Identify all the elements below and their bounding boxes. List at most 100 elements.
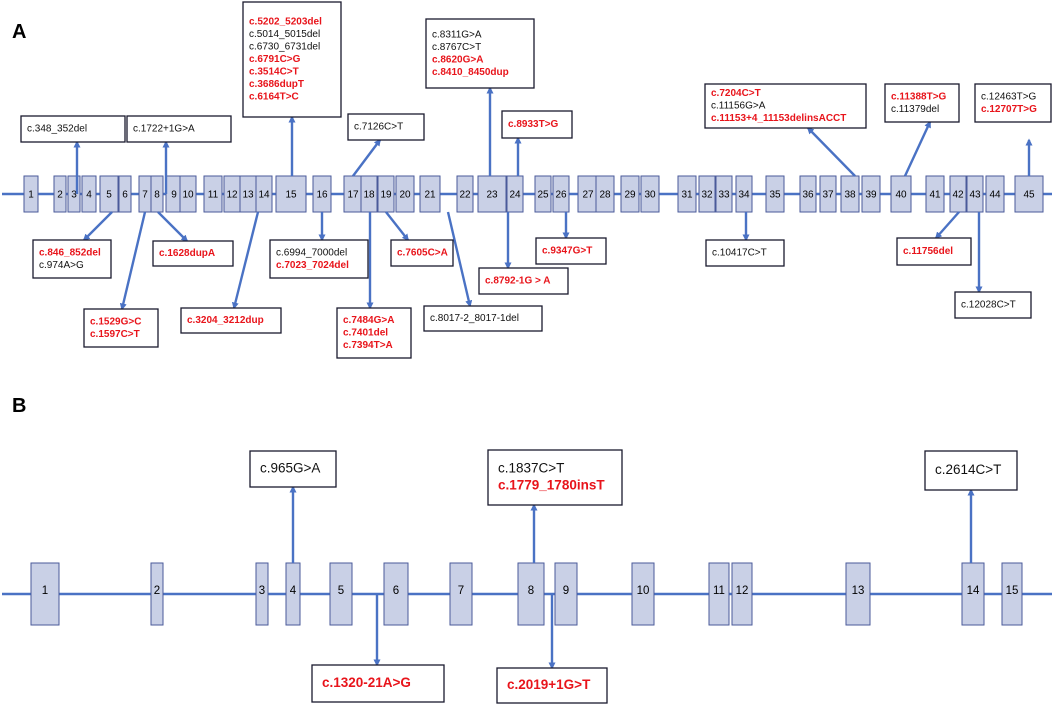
- variant-label: c.8017-2_8017-1del: [430, 313, 519, 324]
- exon-b-box: [961, 562, 985, 626]
- exon-a-box: [118, 175, 132, 213]
- variant-label: c.10417C>T: [712, 248, 767, 259]
- exon-a-label: 17: [347, 190, 359, 201]
- variant-arrow: [385, 211, 409, 242]
- variant-label-pathogenic: c.8410_8450dup: [432, 67, 509, 78]
- variant-box-v-7605: c.7605C>A: [390, 239, 454, 267]
- exon-a-label: 10: [182, 190, 194, 201]
- exon-a-19: 19: [377, 175, 395, 213]
- variant-label-pathogenic: c.11153+4_11153delinsACCT: [711, 113, 846, 124]
- variant-label-pathogenic: c.846_852del: [39, 247, 101, 258]
- exon-a-box: [395, 175, 415, 213]
- exon-b-13: 13: [845, 562, 871, 626]
- exon-a-label: 5: [106, 190, 112, 201]
- exon-a-13: 13: [239, 175, 257, 213]
- variant-label-pathogenic: c.8933T>G: [508, 119, 559, 130]
- exon-b-box: [150, 562, 164, 626]
- variant-arrow: [352, 138, 381, 177]
- exon-a-box: [765, 175, 785, 213]
- variant-label: c.12463T>G: [981, 91, 1037, 102]
- variant-box-v-group40: c.11388T>Gc.11379del: [884, 83, 960, 123]
- variant-label-pathogenic: c.1529G>C: [90, 316, 141, 327]
- exon-b-box: [631, 562, 655, 626]
- variant-box-frame: [705, 239, 785, 267]
- exon-a-label: 8: [154, 190, 160, 201]
- exon-a-label: 29: [624, 190, 636, 201]
- variant-arrows: [73, 86, 1033, 670]
- variant-label-pathogenic: c.7605C>A: [397, 248, 448, 259]
- variant-box-frame: [83, 308, 159, 348]
- variant-box-frame: [20, 115, 126, 143]
- variant-box-frame: [390, 239, 454, 267]
- exon-a-39: 39: [861, 175, 881, 213]
- exon-a-label: 43: [969, 190, 981, 201]
- variant-box-frame: [423, 305, 543, 332]
- exon-a-24: 24: [506, 175, 524, 213]
- exon-a-42: 42: [949, 175, 967, 213]
- exon-a-label: 45: [1023, 190, 1035, 201]
- exon-a-15: 15: [275, 175, 307, 213]
- exon-b-label: 8: [528, 585, 534, 597]
- exon-b-label: 4: [290, 585, 297, 597]
- exon-a-label: 3: [71, 190, 77, 201]
- variant-box-frame: [152, 240, 234, 267]
- exon-b-label: 13: [852, 585, 865, 597]
- exon-a-label: 27: [582, 190, 594, 201]
- exon-a-32: 32: [698, 175, 716, 213]
- variant-box-v-2019: c.2019+1G>T: [496, 667, 608, 704]
- variant-label: c.7126C>T: [354, 122, 403, 133]
- variant-box-v-8792: c.8792-1G > A: [478, 267, 569, 295]
- exon-a-27: 27: [577, 175, 599, 213]
- variant-box-v-10417: c.10417C>T: [705, 239, 785, 267]
- exon-a-23: 23: [477, 175, 507, 213]
- variant-box-v-8933: c.8933T>G: [501, 110, 573, 139]
- variant-box-v-1320: c.1320-21A>G: [311, 664, 445, 703]
- variant-label-pathogenic: c.11388T>G: [891, 91, 947, 102]
- exon-a-36: 36: [799, 175, 817, 213]
- exon-b-box: [329, 562, 353, 626]
- exon-a-14: 14: [255, 175, 273, 213]
- exon-a-label: 6: [122, 190, 128, 201]
- variant-label: c.1722+1G>A: [133, 124, 195, 135]
- exon-a-label: 32: [701, 190, 713, 201]
- exon-a-label: 7: [142, 190, 148, 201]
- exon-b-1: 1: [30, 562, 60, 626]
- variant-box-v-11756: c.11756del: [896, 237, 972, 266]
- exon-a-box: [255, 175, 273, 213]
- variant-label-pathogenic: c.12707T>G: [981, 104, 1037, 115]
- exon-a-5: 5: [99, 175, 119, 213]
- variant-box-v-group46: c.12463T>G c.12707T>G: [974, 83, 1052, 123]
- variant-label: c.6994_7000del: [276, 247, 347, 258]
- exon-a-label: 19: [380, 190, 392, 201]
- exon-b-6: 6: [383, 562, 409, 626]
- exon-a-20: 20: [395, 175, 415, 213]
- exon-a-label: 15: [285, 190, 297, 201]
- exon-a-1: 1: [23, 175, 39, 213]
- exon-b-label: 3: [259, 585, 265, 597]
- variant-label-pathogenic: c.1628dupA: [159, 248, 215, 259]
- exon-b-5: 5: [329, 562, 353, 626]
- variant-box-frame: [311, 664, 445, 703]
- exon-b-15: 15: [1001, 562, 1023, 626]
- variant-box-frame: [242, 1, 342, 118]
- exon-b-box: [30, 562, 60, 626]
- exon-b-label: 15: [1006, 585, 1019, 597]
- variant-box-frame: [126, 115, 232, 143]
- exon-a-6: 6: [118, 175, 132, 213]
- variant-arrow: [806, 126, 856, 177]
- variant-label-pathogenic: c.8620G>A: [432, 54, 483, 65]
- variant-box-v-7126: c.7126C>T: [347, 113, 425, 141]
- variant-box-frame: [954, 291, 1032, 319]
- exon-b-label: 5: [338, 585, 344, 597]
- exon-a-label: 25: [537, 190, 549, 201]
- variant-box-frame: [974, 83, 1052, 123]
- exon-a-label: 38: [844, 190, 856, 201]
- variant-label: c.6730_6731del: [249, 42, 320, 53]
- variant-label-pathogenic: c.2019+1G>T: [507, 677, 591, 692]
- exon-a-label: 14: [258, 190, 270, 201]
- exon-a-label: 13: [242, 190, 254, 201]
- exon-a-box: [985, 175, 1005, 213]
- exon-b-box: [1001, 562, 1023, 626]
